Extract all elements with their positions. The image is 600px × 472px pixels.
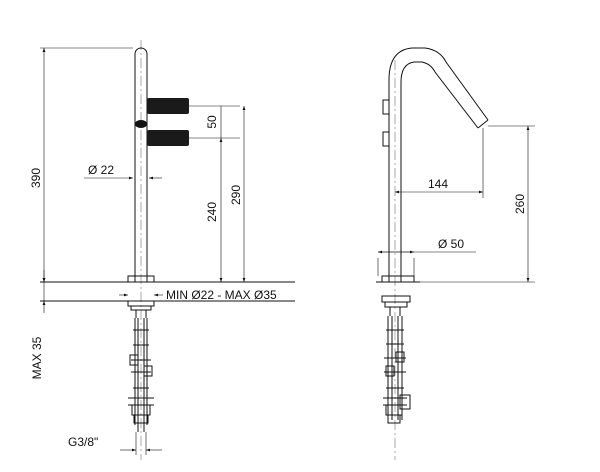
upper-lever (147, 98, 189, 114)
side-spout-tube (388, 47, 489, 282)
dim-max-thickness: MAX 35 (30, 270, 46, 379)
dim-spout-reach: 144 (395, 128, 484, 198)
dim-total-height: 390 (29, 47, 133, 283)
side-view: 144 260 Ø 50 (376, 47, 535, 460)
front-view: 390 50 240 290 Ø 22 MIN Ø2 (29, 40, 295, 460)
dim-spout-height-label: 260 (513, 194, 527, 214)
dim-hole-range-label: MIN Ø22 - MAX Ø35 (166, 288, 277, 302)
dim-spout-height: 260 (420, 125, 535, 283)
dim-lever-spacing-label: 50 (205, 115, 219, 129)
front-fixing-rods (128, 318, 154, 432)
dim-base-diameter-label: Ø 50 (438, 237, 464, 251)
dim-lower-lever-label: 240 (205, 202, 219, 222)
front-nozzle (135, 120, 147, 128)
dim-body-diameter-label: Ø 22 (88, 163, 114, 177)
dim-hole-range: MIN Ø22 - MAX Ø35 (119, 288, 277, 302)
front-body-tube (134, 47, 148, 282)
dim-max-thickness-label: MAX 35 (30, 336, 44, 379)
dim-upper-lever-label: 290 (229, 185, 243, 205)
dim-thread: G3/8" (68, 432, 162, 455)
dim-lower-lever-height: 240 (205, 138, 223, 282)
dim-thread-label: G3/8" (68, 435, 98, 449)
dim-lever-spacing: 50 (189, 105, 240, 139)
dim-upper-lever-height: 290 (229, 106, 246, 282)
dim-total-height-label: 390 (29, 168, 43, 188)
lower-lever (147, 130, 189, 146)
dim-base-diameter: Ø 50 (377, 237, 476, 276)
side-fixing-rods (383, 316, 411, 424)
dim-spout-reach-label: 144 (428, 177, 448, 191)
dim-body-diameter: Ø 22 (84, 163, 162, 180)
